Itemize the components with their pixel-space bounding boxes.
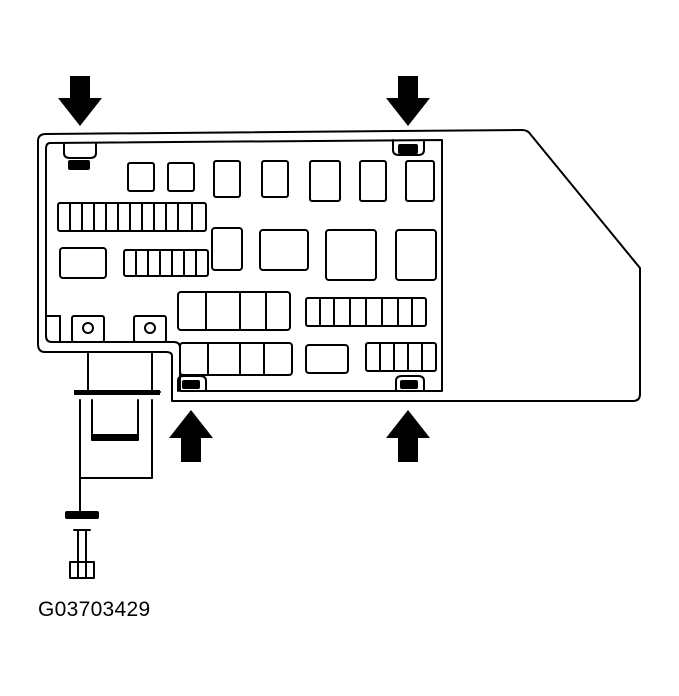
mounting-tab [71, 315, 105, 343]
relay [211, 227, 243, 271]
relay [167, 162, 195, 192]
relay [127, 162, 155, 192]
relay [261, 160, 289, 198]
relay [309, 160, 341, 202]
fuse-strip [123, 249, 209, 277]
relay-block [179, 342, 293, 376]
arrow-down-icon [58, 76, 102, 126]
relay [395, 229, 437, 281]
mounting-bracket [75, 351, 161, 479]
relay [259, 229, 309, 271]
arrow-up-icon [169, 410, 213, 462]
figure-code: G03703429 [38, 598, 151, 621]
mounting-tab [133, 315, 167, 343]
relay [213, 160, 241, 198]
clip [398, 144, 418, 154]
relay [405, 160, 435, 202]
relay [325, 229, 377, 281]
arrow-down-icon [386, 76, 430, 126]
clip-notch-bottom-right [395, 375, 425, 392]
clip [68, 160, 90, 170]
bolt [69, 529, 95, 579]
relay-block [177, 291, 291, 331]
clip-notch-top-right [392, 139, 425, 156]
arrow-up-icon [386, 410, 430, 462]
relay [359, 160, 387, 202]
clip [400, 380, 418, 389]
fuse-strip [57, 202, 207, 232]
fuse-strip [365, 342, 437, 372]
housing-outline [37, 129, 641, 402]
relay [305, 344, 349, 374]
relay [59, 247, 107, 279]
clip-notch-top-left [63, 142, 97, 159]
clip [182, 380, 200, 389]
